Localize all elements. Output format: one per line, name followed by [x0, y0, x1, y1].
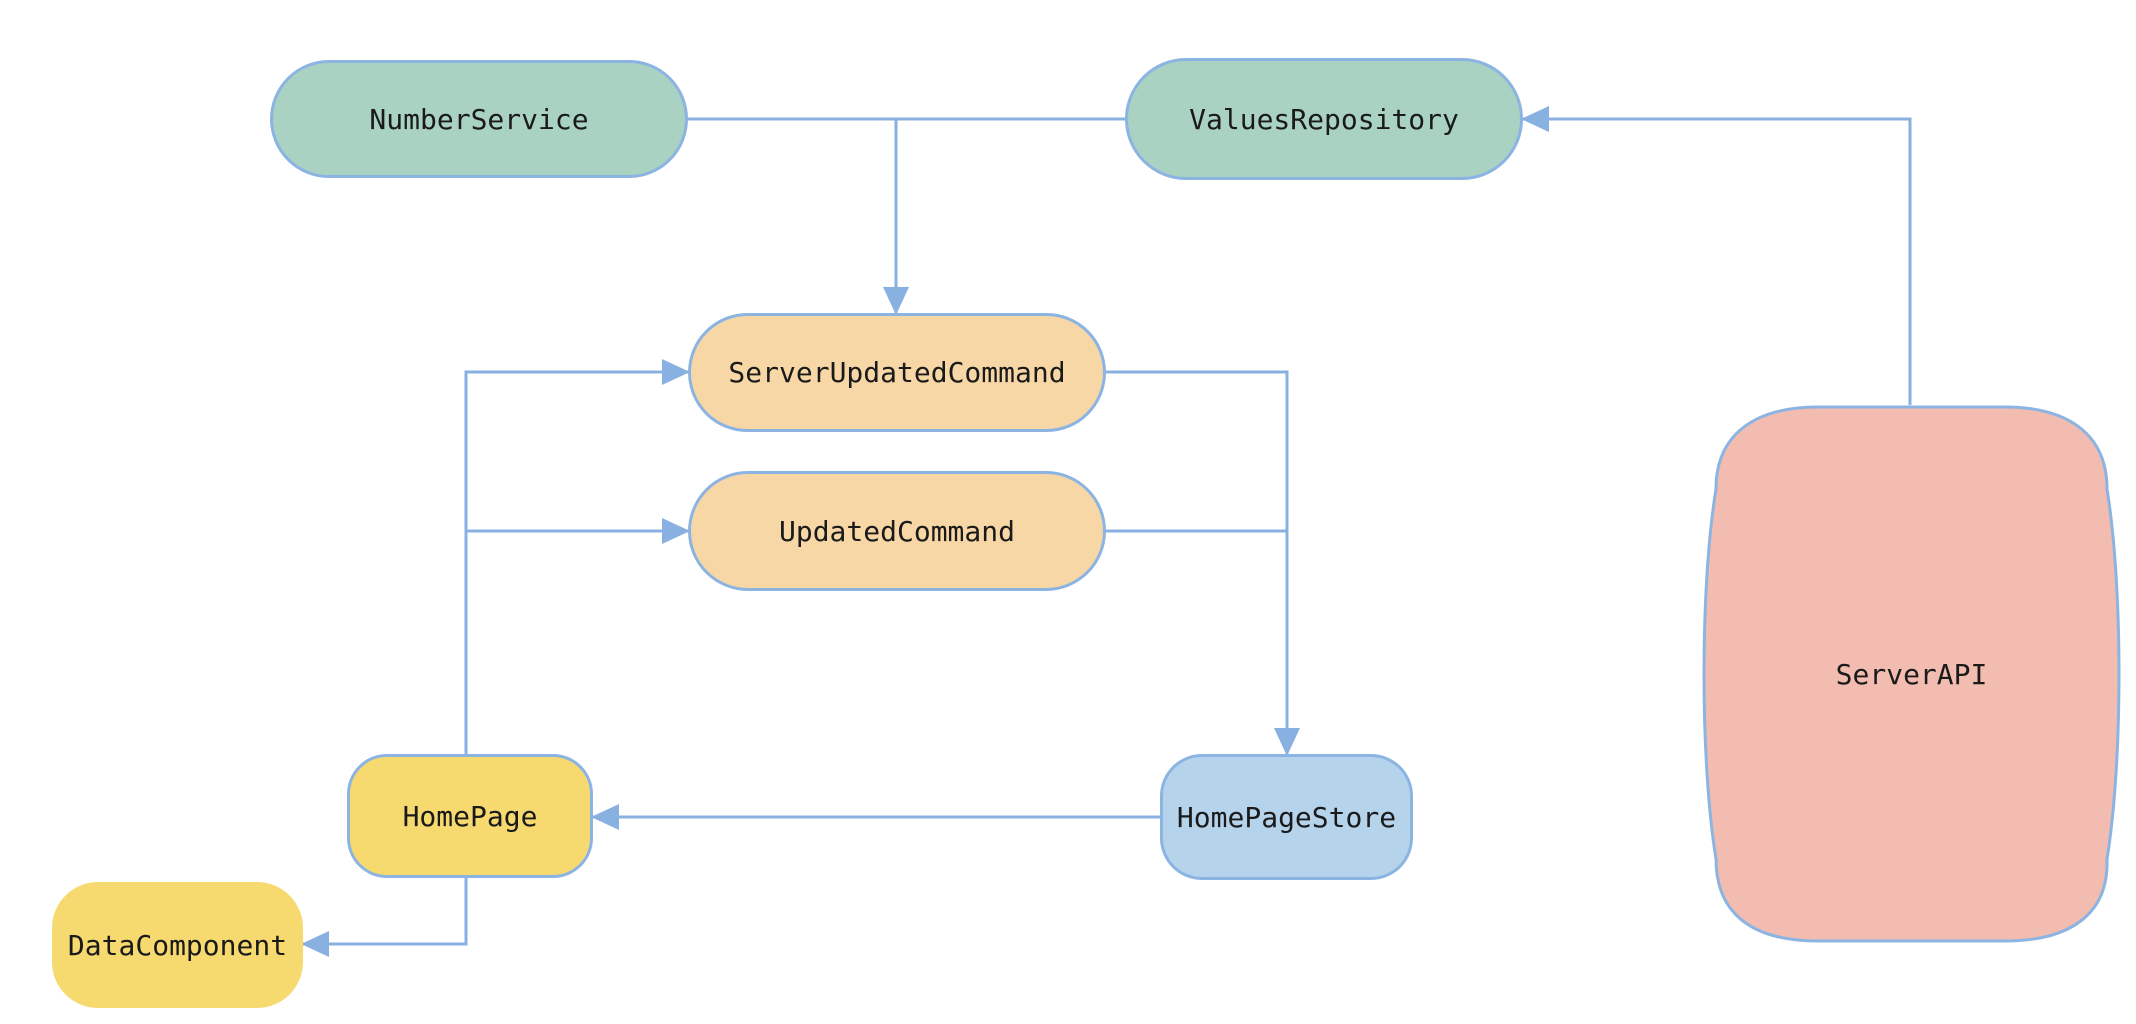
- node-home-page: HomePage: [347, 754, 593, 878]
- node-home-page-store: HomePageStore: [1160, 754, 1413, 880]
- node-updated-command-label: UpdatedCommand: [778, 514, 1015, 548]
- node-server-api-shape: [1702, 405, 2121, 943]
- node-values-repository: ValuesRepository: [1125, 58, 1523, 180]
- node-values-repository-label: ValuesRepository: [1189, 102, 1459, 136]
- node-server-updated-command-label: ServerUpdatedCommand: [728, 356, 1066, 389]
- node-server-api-label: ServerAPI: [1835, 657, 1988, 691]
- edge-server-api--values-repository: [1521, 106, 1912, 405]
- node-server-updated-command: ServerUpdatedCommand: [688, 313, 1106, 432]
- node-number-service-label: NumberService: [369, 102, 589, 136]
- edge-home-page--data-component: [301, 878, 468, 957]
- node-number-service: NumberService: [270, 60, 688, 178]
- node-data-component: DataComponent: [52, 882, 303, 1008]
- node-server-api: ServerAPI: [1702, 405, 2121, 943]
- edge-home-page--server-updated-command: [464, 359, 690, 754]
- edge-server-updated-command--home-page-store: [1106, 370, 1300, 756]
- node-data-component-label: DataComponent: [67, 928, 288, 962]
- node-updated-command: UpdatedCommand: [688, 471, 1106, 591]
- node-home-page-label: HomePage: [402, 799, 538, 833]
- node-home-page-store-label: HomePageStore: [1176, 800, 1397, 834]
